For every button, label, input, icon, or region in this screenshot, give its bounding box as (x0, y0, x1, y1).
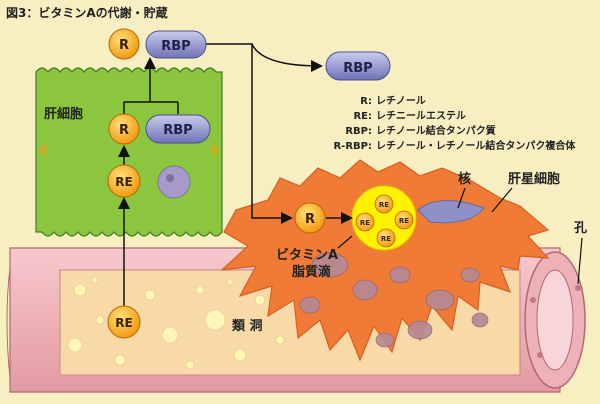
secreted-rbp: RBP (325, 51, 391, 81)
sinusoid-re: RE (107, 305, 141, 339)
lipid-re-4: RE (381, 235, 391, 243)
sinusoid-re-label: RE (115, 316, 132, 330)
legend-key-rbp: RBP: (345, 126, 372, 137)
arrow-to-stellate (204, 43, 293, 224)
flow-arrows (118, 43, 353, 308)
stellate-r-label: R (305, 212, 315, 227)
stellate-leader-line (491, 187, 513, 213)
hepatocyte-cell (35, 67, 223, 237)
cell-re: RE (107, 164, 141, 198)
legend: R: レチノール RE: レチニールエステル RBP: レチノール結合タンパク質… (333, 95, 576, 152)
secreted-rbp-label: RBP (343, 61, 372, 76)
top-r-rbp-complex: R RBP (108, 28, 207, 60)
legend-desc-re: レチニールエステル (376, 110, 466, 122)
legend-desc-r: レチノール (376, 95, 426, 107)
legend-desc-rbp: レチノール結合タンパク質 (376, 124, 496, 137)
lipid-re-3: RE (399, 217, 409, 225)
top-rbp-label: RBP (161, 39, 190, 54)
cell-r-rbp: R RBP (108, 113, 211, 145)
lipid-re-2: RE (360, 219, 370, 227)
nucleus-leader-line (457, 187, 466, 209)
legend-key-re: RE: (353, 111, 372, 122)
stellate-r: R (294, 202, 326, 234)
lipid-leader-line (337, 235, 353, 249)
legend-key-r-rbp: R-RBP: (333, 141, 372, 152)
lumen-particles (67, 276, 285, 370)
fenestra-label: 孔 (574, 221, 587, 236)
arrow-to-blood (251, 43, 323, 72)
lipid-label-line2: 脂質滴 (291, 264, 331, 280)
legend-desc-r-rbp: レチノール・レチノール結合タンパク複合体 (376, 139, 576, 152)
hepatocyte-label: 肝細胞 (44, 106, 83, 122)
legend-key-r: R: (360, 96, 372, 107)
sinusoid-label: 類 洞 (231, 319, 263, 334)
stellate-label: 肝星細胞 (508, 171, 560, 187)
lipid-re-group: RE RE RE RE (355, 194, 414, 248)
top-r-label: R (119, 38, 129, 53)
lipid-re-1: RE (379, 201, 389, 209)
cell-rbp-label: RBP (163, 123, 192, 138)
cell-re-label: RE (115, 175, 132, 189)
nucleus-label: 核 (458, 171, 471, 187)
cell-r-label: R (119, 123, 129, 138)
fenestra-leader-line (577, 237, 583, 285)
lipid-label-line1: ビタミンA (276, 247, 338, 263)
figure-title: 図3：ビタミンAの代謝・貯蔵 (6, 5, 168, 20)
